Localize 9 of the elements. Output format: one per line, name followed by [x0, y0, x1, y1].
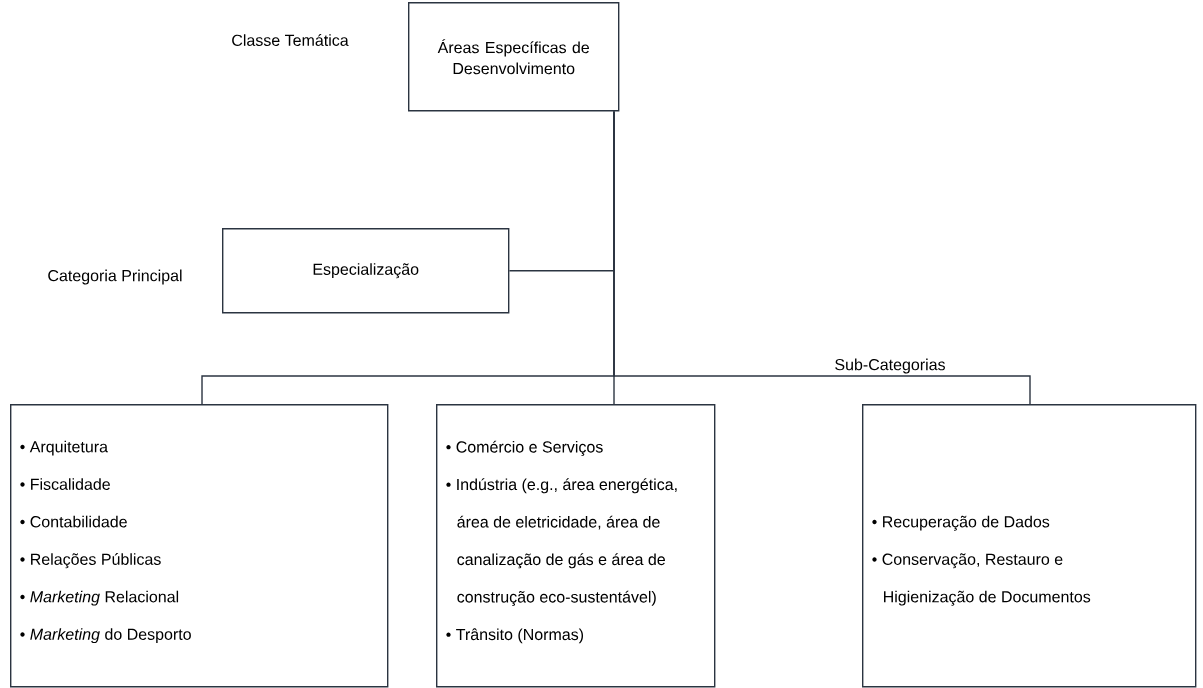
category-box: Especialização — [222, 228, 510, 314]
list-box: • Arquitetura • Fiscalidade • Contabilidade • Relações Públicas • Marketing Relacional • Marketing do Desporto — [10, 404, 389, 688]
level-label: Classe Temática — [232, 34, 349, 46]
list-box: • Comércio e Serviços • Indústria (e.g., área energética, área de eletricidade, área de canalização de gás e área de construção eco-sustentável) • Trânsito (Normas) — [436, 404, 716, 688]
category-box: Áreas Específicas de Desenvolvimento — [408, 2, 620, 112]
level-label: Categoria Principal — [48, 269, 182, 285]
level-label: Sub-Categorias — [835, 358, 945, 374]
connector-line — [613, 110, 1031, 405]
list-box: • Recuperação de Dados • Conservação, Restauro e Higienização de Documentos — [862, 404, 1197, 688]
